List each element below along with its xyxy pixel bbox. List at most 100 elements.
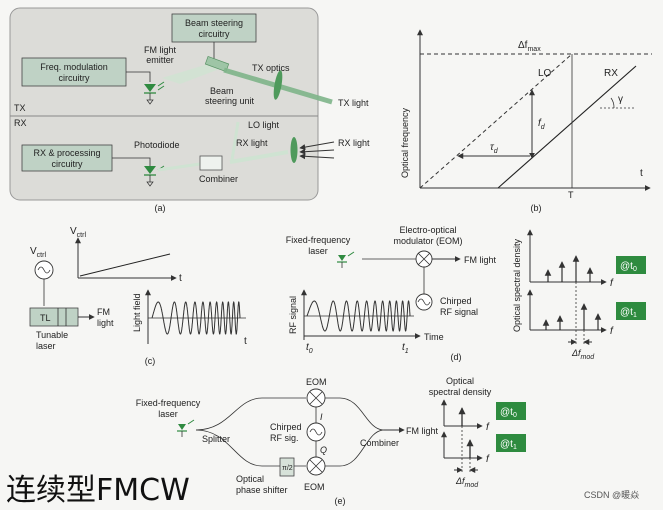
c-vctrl-ramp — [79, 253, 171, 277]
beam-steering-circuitry-label-1: Beam steering — [185, 18, 243, 28]
c-t-axis-label: t — [179, 273, 182, 284]
d-fixed-laser-label-1: Fixed-frequency — [286, 235, 351, 245]
combiner-box — [199, 155, 223, 171]
caption-a: (a) — [155, 203, 166, 213]
c-tunable-laser-2: laser — [36, 341, 56, 351]
d-badge-t0 — [616, 256, 646, 274]
e-chirped-rf-2: RF sig. — [270, 433, 299, 443]
rx-arrow-2 — [299, 148, 335, 155]
d-spectrum-bottom — [542, 303, 602, 330]
d-delta-fmod: Δfmod — [571, 348, 595, 361]
e-fixed-laser-label-1: Fixed-frequency — [136, 398, 201, 408]
c-tunable-laser-1: Tunable — [36, 330, 68, 340]
watermark: CSDN @暖焱 — [584, 489, 639, 500]
e-eom-bottom-label: EOM — [304, 482, 325, 492]
b-lo-label: LO — [538, 68, 552, 79]
d-badge-t1 — [616, 302, 646, 320]
d-eom-cross — [417, 252, 431, 266]
d-rf-signal-label: RF signal — [288, 296, 298, 334]
caption-b: (b) — [531, 203, 542, 213]
e-combiner-label: Combiner — [360, 438, 399, 448]
photodiode-link — [112, 157, 151, 166]
d-badge-t0-text: @t0 — [620, 261, 637, 273]
e-splitter-label: Splitter — [202, 434, 230, 444]
freq-mod-link — [126, 71, 151, 82]
e-lower-path-out — [325, 429, 385, 467]
beam-steering-unit-label-1: Beam — [210, 86, 234, 96]
d-chirped-rf-2: RF signal — [440, 307, 478, 317]
overlay-title: 连续型FMCW — [6, 473, 190, 508]
e-fixed-laser-label-2: laser — [158, 409, 178, 419]
lo-light-label: LO light — [248, 120, 280, 130]
freq-modulation-circuitry-box — [21, 57, 127, 87]
d-eom-label-2: modulator (EOM) — [393, 236, 462, 246]
fm-light-emitter-label-2: emitter — [146, 55, 174, 65]
b-gamma: γ — [618, 94, 623, 105]
rx-processing-label-2: circuitry — [52, 159, 83, 169]
e-osd-label-2: spectral density — [429, 387, 492, 397]
beam-steering-mirror — [204, 56, 230, 72]
photodiode-label: Photodiode — [134, 140, 180, 150]
lo-light-path — [230, 121, 240, 161]
d-f-bottom: f — [610, 326, 614, 337]
rx-optics-lens — [290, 137, 298, 163]
e-osd-label-1: Optical — [446, 376, 474, 386]
caption-d: (d) — [451, 352, 462, 362]
b-t-axis-label: t — [640, 168, 643, 179]
d-rf-sine — [417, 298, 431, 306]
b-y-axis-label: Optical frequency — [400, 107, 410, 178]
beam-steering-unit-label-2: steering unit — [205, 96, 255, 106]
c-chirp-waveform — [151, 301, 241, 335]
c-sine-icon — [37, 266, 51, 274]
d-spectrum-top — [544, 255, 594, 282]
freq-modulation-label-1: Freq. modulation — [40, 62, 108, 72]
rx-light-inner-label: RX light — [236, 138, 268, 148]
d-eom-label-1: Electro-optical — [399, 225, 456, 235]
rx-processing-label-1: RX & processing — [33, 148, 100, 158]
e-eom-bottom-cross — [309, 459, 323, 473]
caption-c: (c) — [145, 356, 156, 366]
d-laser-diode-icon — [337, 251, 355, 268]
e-f-bottom: f — [486, 454, 490, 465]
d-f-top: f — [610, 278, 614, 289]
d-fixed-laser-label-2: laser — [308, 246, 328, 256]
panel-d: Fixed-frequency laser Electro-optical mo… — [286, 225, 646, 362]
rx-arrow-3 — [299, 153, 335, 160]
b-rx-label: RX — [604, 68, 618, 79]
b-T-tick: T — [568, 190, 574, 200]
panel-c: Vctrl t Vctrl TL FM light Tunable laser … — [29, 226, 247, 366]
rx-processing-circuitry-box — [21, 144, 113, 172]
e-upper-path-out — [325, 397, 385, 431]
d-chirped-rf-1: Chirped — [440, 296, 472, 306]
tx-light-label: TX light — [338, 98, 369, 108]
b-gamma-arc — [610, 97, 615, 109]
c-light-field-label: Light field — [132, 293, 142, 332]
e-eom-top-cross — [309, 391, 323, 405]
e-q-label: Q — [320, 445, 327, 455]
e-badge-t1-text: @t1 — [500, 439, 517, 451]
e-i-label: I — [320, 412, 323, 422]
c-fm-light-1: FM — [97, 307, 110, 317]
e-chirped-rf-1: Chirped — [270, 422, 302, 432]
panel-e: Fixed-frequency laser Splitter EOM EOM I… — [136, 376, 526, 506]
c-vctrl-source-label: Vctrl — [30, 246, 46, 259]
emitter-beam — [162, 64, 222, 84]
e-rf-sine — [309, 428, 323, 436]
c-t-axis2-label: t — [244, 336, 247, 347]
rx-light-path — [229, 150, 289, 164]
e-delta-fmod: Δfmod — [455, 476, 479, 489]
tx-optics-label: TX optics — [252, 63, 290, 73]
caption-e: (e) — [335, 496, 346, 506]
e-phase-shifter-label-2: phase shifter — [236, 485, 288, 495]
combined-light-path — [157, 162, 201, 172]
b-rx-line — [497, 65, 637, 189]
d-t1-label: t1 — [402, 342, 409, 355]
b-delta-fmax: Δfmax — [518, 40, 541, 53]
fm-light-emitter-label-1: FM light — [144, 45, 177, 55]
e-badge-t0 — [496, 402, 526, 420]
d-time-label: Time — [424, 332, 444, 342]
c-tunable-laser-box — [29, 307, 79, 327]
tx-label: TX — [14, 103, 26, 113]
freq-modulation-label-2: circuitry — [59, 73, 90, 83]
